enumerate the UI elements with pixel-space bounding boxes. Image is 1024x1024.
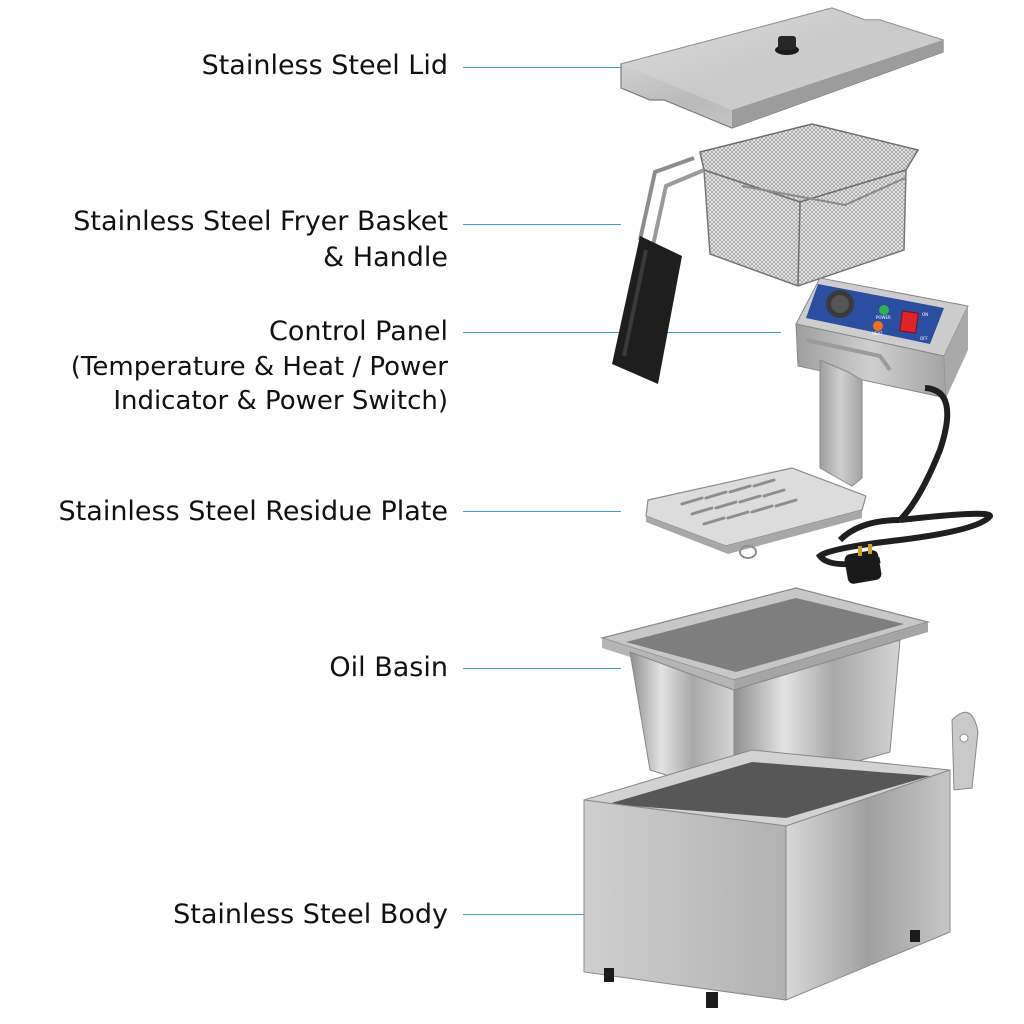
label-fryer-basket: Stainless Steel Fryer Basket & Handle [73, 206, 448, 273]
fryer-body-part [583, 711, 979, 1008]
leader-line-basket [463, 224, 621, 225]
panel-mark-on: ON [922, 312, 928, 317]
power-cord-part [815, 510, 994, 584]
lid-part [620, 7, 944, 129]
plug-icon [844, 550, 882, 584]
leader-line-body [463, 914, 621, 915]
panel-mark-power: POWER [876, 315, 891, 320]
label-lid: Stainless Steel Lid [201, 50, 448, 81]
leader-line-lid [463, 67, 621, 68]
panel-mark-heat: HEAT [872, 331, 883, 336]
leader-line-residue-plate [463, 511, 621, 512]
heat-indicator-icon [873, 321, 883, 331]
label-control-panel: Control Panel (Temperature & Heat / Powe… [70, 316, 448, 416]
label-body: Stainless Steel Body [173, 899, 448, 930]
label-residue-plate: Stainless Steel Residue Plate [58, 496, 448, 527]
fryer-basket-part [612, 123, 920, 384]
leader-line-oil-basin [463, 668, 621, 669]
control-panel-part: POWER HEAT ON OFF [795, 277, 969, 523]
residue-plate-part [645, 467, 867, 559]
panel-mark-off: OFF [920, 336, 928, 341]
power-switch-icon [899, 310, 919, 334]
label-oil-basin: Oil Basin [329, 652, 448, 683]
basket-handle-grip [612, 236, 682, 384]
power-indicator-icon [879, 305, 889, 315]
oil-basin-part [599, 587, 931, 797]
body-hook-bracket [951, 711, 979, 791]
